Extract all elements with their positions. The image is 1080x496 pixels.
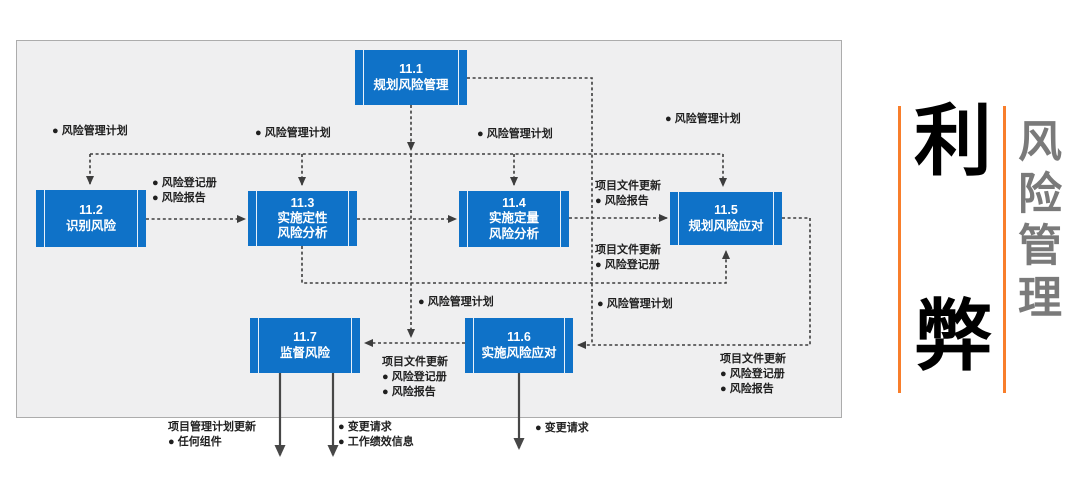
label-output-change-requests: ● 变更请求 xyxy=(535,422,589,434)
label-risk-plan-to-11-2: ● 风险管理计划 xyxy=(52,125,128,137)
box-edge-rule xyxy=(348,191,349,246)
process-number: 11.7 xyxy=(293,330,317,345)
label-risk-plan-to-11-4: ● 风险管理计划 xyxy=(477,128,553,140)
process-name: 识别风险 xyxy=(65,218,116,233)
process-number: 11.3 xyxy=(290,195,315,210)
process-box-11-5: 11.5 规划风险应对 xyxy=(670,192,782,245)
box-edge-rule xyxy=(773,192,774,245)
label-doc-updates-11-6-to-11-7: 项目文件更新 ● 风险登记册 ● 风险报告 xyxy=(382,356,448,398)
banner-vertical-title: 风险管理 xyxy=(1011,118,1060,326)
label-risk-plan-to-11-7: ● 风险管理计划 xyxy=(418,296,494,308)
process-number: 11.4 xyxy=(502,196,526,211)
box-edge-rule xyxy=(473,318,474,373)
box-edge-rule xyxy=(363,50,364,105)
process-box-11-4: 11.4 实施定量 风险分析 xyxy=(459,191,569,247)
label-output-plan-updates: 项目管理计划更新 ● 任何组件 xyxy=(168,421,256,448)
process-name: 规划风险应对 xyxy=(688,218,764,233)
box-edge-rule xyxy=(560,191,561,247)
label-risk-plan-to-11-3: ● 风险管理计划 xyxy=(255,127,331,139)
box-edge-rule xyxy=(351,318,352,373)
accent-rule-right xyxy=(1003,106,1006,393)
process-number: 11.2 xyxy=(79,203,103,218)
process-box-11-7: 11.7 监督风险 xyxy=(250,318,360,373)
process-box-11-6: 11.6 实施风险应对 xyxy=(465,318,573,373)
box-edge-rule xyxy=(44,190,45,247)
accent-rule-left xyxy=(898,106,901,393)
box-edge-rule xyxy=(564,318,565,373)
process-box-11-3: 11.3 实施定性 风险分析 xyxy=(248,191,357,246)
label-output-change-requests-wpi: ● 变更请求 ● 工作绩效信息 xyxy=(338,421,414,448)
label-doc-updates-11-4-to-11-5: 项目文件更新 ● 风险报告 xyxy=(595,180,661,207)
label-doc-updates-into-11-6: 项目文件更新 ● 风险登记册 ● 风险报告 xyxy=(720,353,786,395)
process-number: 11.5 xyxy=(714,203,738,218)
process-number: 11.6 xyxy=(507,330,531,345)
process-name: 实施定量 风险分析 xyxy=(488,211,539,241)
label-register-report-11-2-to-11-3: ● 风险登记册 ● 风险报告 xyxy=(152,177,217,204)
process-name: 实施风险应对 xyxy=(481,345,557,360)
box-edge-rule xyxy=(258,318,259,373)
process-box-11-2: 11.2 识别风险 xyxy=(36,190,146,247)
box-edge-rule xyxy=(458,50,459,105)
process-name: 规划风险管理 xyxy=(373,77,449,92)
label-doc-updates-11-3-to-11-5: 项目文件更新 ● 风险登记册 xyxy=(595,244,661,271)
process-name: 监督风险 xyxy=(279,345,330,360)
process-name: 实施定性 风险分析 xyxy=(277,210,328,241)
banner-char-con: 弊 xyxy=(913,292,992,380)
label-risk-plan-to-11-5: ● 风险管理计划 xyxy=(665,113,741,125)
banner-char-pro: 利 xyxy=(913,97,992,185)
label-risk-plan-to-11-6: ● 风险管理计划 xyxy=(597,298,673,310)
box-edge-rule xyxy=(137,190,138,247)
process-box-11-1: 11.1 规划风险管理 xyxy=(355,50,467,105)
box-edge-rule xyxy=(678,192,679,245)
process-number: 11.1 xyxy=(399,62,423,77)
box-edge-rule xyxy=(256,191,257,246)
box-edge-rule xyxy=(467,191,468,247)
